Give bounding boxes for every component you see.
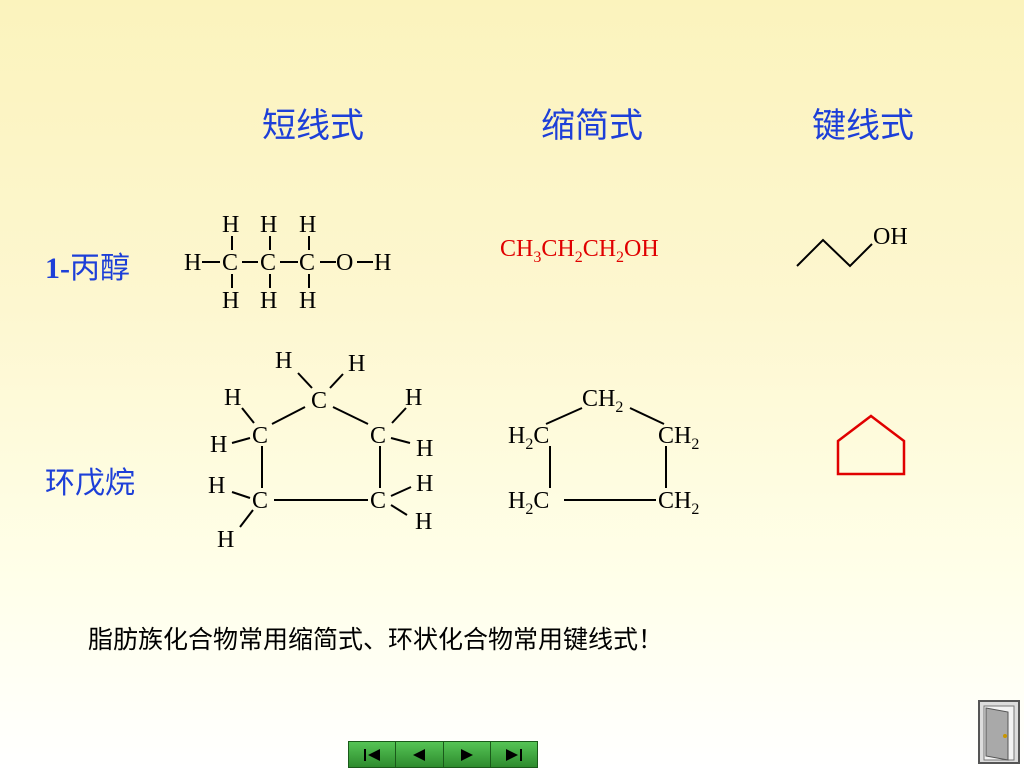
atom-h: H (348, 351, 365, 377)
subscript-2: 2 (525, 436, 533, 453)
svg-text:H2C: H2C (508, 488, 549, 518)
label-1-propanol: 1-丙醇 (45, 243, 130, 287)
cyclopentane-skeletal-pentagon (836, 414, 906, 476)
atom-h: H (217, 527, 234, 553)
atom-h: H (416, 471, 433, 497)
footnote-text: 脂肪族化合物常用缩简式、环状化合物常用键线式！ (88, 625, 664, 654)
group-h: H (508, 423, 525, 449)
atom-c: C (311, 388, 327, 414)
atom-c: C (222, 250, 238, 276)
triangle-left-icon (413, 748, 426, 761)
svg-text:H2C: H2C (508, 423, 549, 453)
skip-back-icon (364, 748, 381, 761)
atom-h: H (184, 250, 201, 276)
group-c: C (533, 423, 549, 449)
atom-h: H (210, 432, 227, 458)
atom-c: C (370, 423, 386, 449)
svg-text:CH2: CH2 (582, 386, 623, 416)
propanol-condensed-formula: CH3CH2CH2OH (500, 236, 659, 267)
cf-ch-3: CH (582, 236, 617, 262)
atom-c: C (252, 488, 268, 514)
atom-h: H (299, 212, 316, 238)
propanol-bonds (202, 236, 373, 288)
svg-text:CH2: CH2 (658, 423, 699, 453)
atom-h: H (260, 288, 277, 314)
atom-c: C (299, 250, 315, 276)
atom-c: C (370, 488, 386, 514)
cf-sub-2a: 2 (574, 248, 583, 266)
svg-text:CH2: CH2 (658, 488, 699, 518)
atom-h: H (208, 473, 225, 499)
group-ch: CH (658, 423, 691, 449)
propanol-atoms: H H H H C C C O H H H H (184, 212, 391, 314)
subscript-2: 2 (691, 501, 699, 518)
next-slide-button[interactable] (443, 742, 491, 767)
group-h: H (508, 488, 525, 514)
label-propanol-name: 丙醇 (70, 251, 130, 286)
last-slide-button[interactable] (490, 742, 537, 767)
first-slide-button[interactable] (349, 742, 397, 767)
group-ch: CH (658, 488, 691, 514)
cf-oh: OH (624, 236, 659, 262)
atom-h: H (260, 212, 277, 238)
group-c: C (533, 488, 549, 514)
atom-h: H (224, 385, 241, 411)
label-propanol-number: 1- (45, 252, 70, 285)
atom-h: H (222, 212, 239, 238)
header-skeletal: 键线式 (812, 106, 914, 146)
atom-h: H (405, 385, 422, 411)
exit-door-icon[interactable] (978, 700, 1020, 764)
slide-navigation (348, 741, 538, 768)
triangle-right-icon (460, 748, 473, 761)
previous-slide-button[interactable] (396, 742, 444, 767)
cyclopentane-condensed-bonds (545, 407, 667, 501)
atom-h: H (222, 288, 239, 314)
atom-c: C (252, 423, 268, 449)
label-cyclopentane: 环戊烷 (45, 466, 135, 501)
cf-sub-2b: 2 (616, 248, 625, 266)
group-ch: CH (582, 386, 615, 412)
propanol-skeletal-zigzag (796, 238, 873, 268)
cf-sub-3: 3 (533, 248, 542, 266)
subscript-2: 2 (691, 436, 699, 453)
subscript-2: 2 (615, 399, 623, 416)
subscript-2: 2 (525, 501, 533, 518)
cyclopentane-bonds (231, 372, 412, 528)
atom-h: H (275, 348, 292, 374)
atom-h: H (299, 288, 316, 314)
skip-forward-icon (505, 748, 522, 761)
cf-ch-1: CH (500, 236, 534, 262)
skeletal-oh: OH (873, 224, 908, 250)
header-condensed: 缩简式 (541, 106, 643, 146)
header-short-line: 短线式 (262, 106, 364, 146)
cyclopentane-condensed-atoms: CH2 H2C CH2 H2C CH2 (508, 386, 699, 518)
cyclopentane-atoms: H H C H H C C H H H H C C H H (208, 348, 433, 553)
atom-h: H (416, 436, 433, 462)
atom-h: H (415, 509, 432, 535)
atom-h: H (374, 250, 391, 276)
atom-o: O (336, 250, 353, 276)
atom-c: C (260, 250, 276, 276)
cf-ch-2: CH (541, 236, 575, 262)
